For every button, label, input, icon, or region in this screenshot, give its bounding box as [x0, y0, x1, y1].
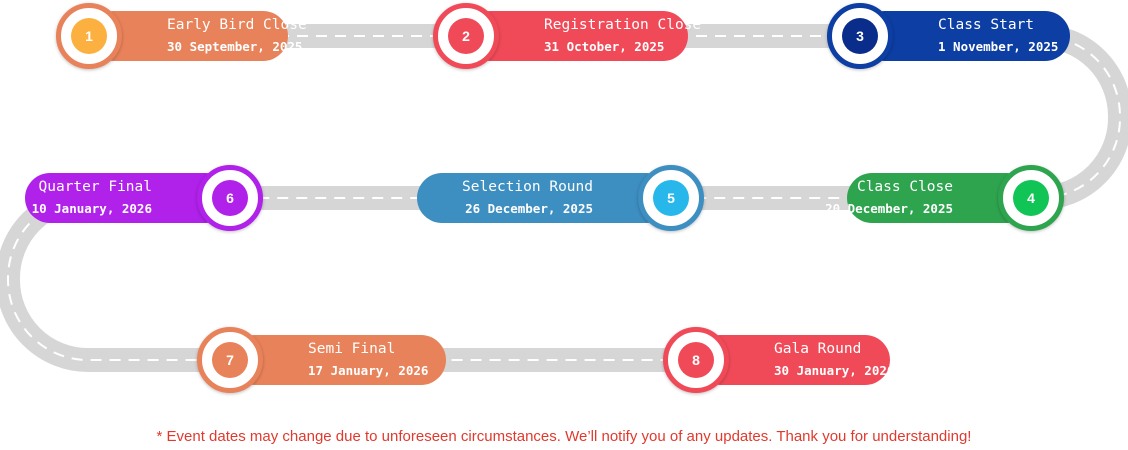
milestone-7: Semi Final 17 January, 2026 7	[197, 327, 446, 393]
milestone-pill: Quarter Final 10 January, 2026	[25, 173, 230, 223]
milestone-title: Early Bird Close	[167, 17, 307, 33]
milestone-marker: 3	[827, 3, 893, 69]
milestone-date: 30 January, 2026	[774, 363, 895, 378]
milestone-title: Registration Close	[544, 17, 702, 33]
disclaimer-note: * Event dates may change due to unforese…	[156, 428, 972, 445]
milestone-number: 4	[1013, 180, 1049, 216]
milestone-5: Selection Round 26 December, 2025 5	[417, 165, 704, 231]
milestone-marker: 2	[433, 3, 499, 69]
milestone-title: Class Close	[856, 179, 953, 195]
milestone-1: Early Bird Close 30 September, 2025 1	[56, 3, 307, 69]
milestone-title: Class Start	[938, 17, 1035, 33]
milestone-4: Class Close 20 December, 2025 4	[825, 165, 1064, 231]
milestone-marker: 5	[638, 165, 704, 231]
milestone-date: 10 January, 2026	[31, 201, 152, 216]
milestone-date: 26 December, 2025	[465, 201, 593, 216]
milestone-marker: 4	[998, 165, 1064, 231]
milestone-title: Semi Final	[308, 341, 396, 357]
milestone-date: 30 September, 2025	[167, 39, 303, 54]
milestone-marker: 7	[197, 327, 263, 393]
milestone-number: 7	[212, 342, 248, 378]
milestone-pill: Class Close 20 December, 2025	[825, 173, 1031, 223]
milestone-2: Registration Close 31 October, 2025 2	[433, 3, 701, 69]
milestone-number: 5	[653, 180, 689, 216]
milestone-6: Quarter Final 10 January, 2026 6	[25, 165, 263, 231]
milestone-pill: Semi Final 17 January, 2026	[230, 335, 446, 385]
milestone-marker: 6	[197, 165, 263, 231]
milestone-title: Selection Round	[462, 179, 593, 195]
milestone-pill: Gala Round 30 January, 2026	[696, 335, 894, 385]
milestone-pill: Early Bird Close 30 September, 2025	[89, 11, 307, 61]
milestone-marker: 8	[663, 327, 729, 393]
milestone-number: 6	[212, 180, 248, 216]
milestone-pill: Selection Round 26 December, 2025	[417, 173, 671, 223]
milestone-pill: Registration Close 31 October, 2025	[466, 11, 701, 61]
milestone-number: 3	[842, 18, 878, 54]
milestone-8: Gala Round 30 January, 2026 8	[663, 327, 894, 393]
milestone-marker: 1	[56, 3, 122, 69]
milestone-number: 1	[71, 18, 107, 54]
milestone-date: 17 January, 2026	[308, 363, 429, 378]
milestone-date: 31 October, 2025	[544, 39, 665, 54]
milestone-date: 20 December, 2025	[825, 201, 953, 216]
milestone-number: 2	[448, 18, 484, 54]
milestone-number: 8	[678, 342, 714, 378]
milestone-title: Gala Round	[774, 341, 862, 357]
milestone-3: Class Start 1 November, 2025 3	[827, 3, 1070, 69]
milestone-title: Quarter Final	[38, 179, 153, 195]
milestone-pill: Class Start 1 November, 2025	[860, 11, 1070, 61]
milestone-date: 1 November, 2025	[938, 39, 1059, 54]
